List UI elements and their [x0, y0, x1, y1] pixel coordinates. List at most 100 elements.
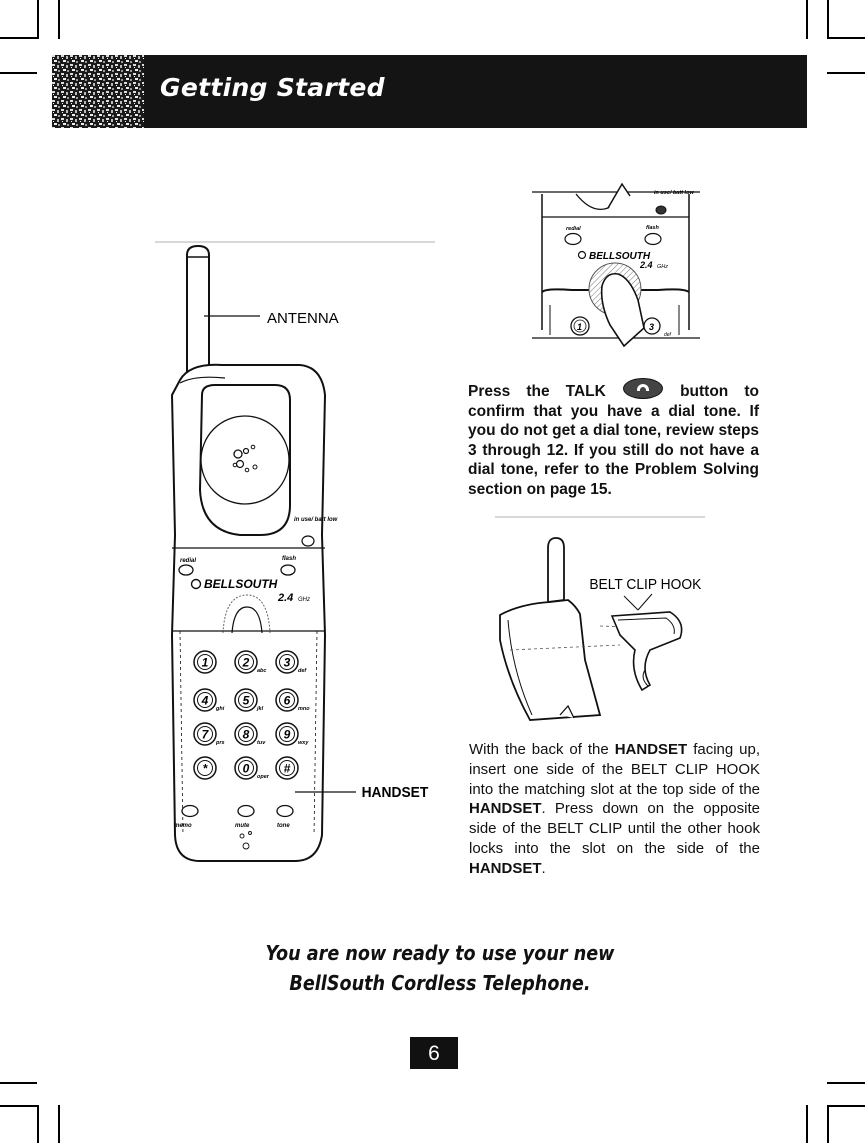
crop-mark [806, 0, 808, 39]
instruction-emphasis: HANDSET [614, 741, 688, 758]
talk-button-diagram: in use/ batt low redial flash BELLSOUTH … [532, 182, 700, 348]
redial-label: redial [566, 226, 581, 232]
key-inner-ring [279, 654, 295, 670]
indicator-light [301, 535, 315, 547]
talk-button-ring [222, 594, 271, 634]
key-digit: 2 [242, 656, 250, 670]
talk-instruction-lead: Press the TALK [468, 383, 606, 400]
key-digit: 3 [284, 656, 291, 670]
band-unit: GHz [657, 264, 668, 270]
memo-button[interactable] [181, 804, 199, 818]
page-title: Getting Started [160, 73, 385, 102]
key-1-digit: 1 [577, 322, 582, 332]
key-8[interactable]: 8 tuv [234, 722, 266, 746]
antenna [186, 244, 210, 376]
crop-mark [58, 0, 60, 39]
closing-line-1: You are now ready to use your new [265, 941, 615, 965]
band-value: 2.4 [639, 260, 653, 270]
key-inner-ring [197, 760, 213, 776]
crop-mark [37, 1105, 39, 1143]
speaker-grille [200, 415, 290, 505]
key-letters: prs [215, 740, 225, 746]
key-4[interactable]: 4 ghi [193, 688, 225, 712]
crop-mark [827, 0, 829, 39]
tone-button[interactable] [276, 804, 294, 818]
key-3[interactable]: 3 def [275, 650, 307, 674]
key-letters: jkl [256, 706, 264, 712]
flash-label: flash [646, 225, 659, 231]
closing-line-2: BellSouth Cordless Telephone. [289, 971, 591, 995]
key-letters: mno [298, 706, 310, 712]
key-digit: * [203, 762, 209, 776]
instruction-emphasis: HANDSET [469, 800, 542, 818]
mute-label: mute [235, 823, 250, 829]
key-digit: 8 [243, 728, 250, 742]
crop-mark [806, 1105, 808, 1143]
flash-button[interactable] [644, 232, 662, 246]
instruction-text: With the back of the [469, 741, 609, 758]
band-unit: GHz [298, 597, 310, 603]
redial-label: redial [180, 558, 196, 564]
key-pound[interactable]: # [275, 756, 299, 780]
key-3-digit: 3 [649, 322, 654, 332]
talk-instruction-body: button to confirm that you have a dial t… [468, 383, 760, 498]
crop-mark [827, 1105, 865, 1107]
decorative-pattern [52, 55, 144, 128]
key-letters: abc [257, 668, 266, 674]
talk-button-icon [622, 378, 663, 399]
key-star[interactable]: * [193, 756, 217, 780]
key-letters: oper [257, 774, 270, 780]
key-0[interactable]: 0 oper [234, 756, 270, 780]
instruction-emphasis: HANDSET [469, 859, 542, 877]
redial-button[interactable] [178, 564, 194, 576]
key-3-letters: def [664, 332, 672, 338]
band-value: 2.4 [277, 592, 293, 604]
key-letters: def [298, 668, 307, 674]
key-3[interactable] [643, 317, 661, 335]
key-digit: # [284, 762, 291, 776]
closing-statement: You are now ready to use your new BellSo… [255, 938, 625, 998]
handset-back [499, 599, 602, 721]
key-digit: 1 [202, 656, 209, 670]
key-digit: 5 [243, 694, 250, 708]
crop-mark [37, 0, 39, 39]
key-inner-ring [238, 692, 254, 708]
key-digit: 0 [243, 762, 250, 776]
key-inner-ring [197, 654, 213, 670]
talk-button[interactable] [231, 606, 263, 634]
bellsouth-logo-icon [577, 250, 587, 260]
key-letters: ghi [215, 706, 225, 712]
section-header: Getting Started [52, 55, 807, 128]
indicator-light [655, 205, 667, 215]
crop-mark [0, 1105, 39, 1107]
crop-mark [0, 37, 37, 39]
crop-mark [58, 1105, 60, 1143]
key-letters: wxy [298, 740, 309, 746]
indicator-label: in use/ batt low [654, 190, 694, 196]
key-letters: tuv [257, 740, 266, 746]
redial-button[interactable] [564, 232, 582, 246]
indicator-label: in use/ batt low [294, 517, 338, 523]
talk-instruction: Press the TALK button to confirm that yo… [468, 378, 759, 500]
crop-mark [827, 72, 865, 74]
key-inner-ring [279, 760, 295, 776]
bellsouth-logo-icon [190, 578, 202, 590]
flash-button[interactable] [280, 564, 296, 576]
key-2[interactable]: 2 abc [234, 650, 266, 674]
key-5[interactable]: 5 jkl [234, 688, 264, 712]
key-inner-ring [197, 692, 213, 708]
key-inner-ring [238, 654, 254, 670]
brand-label: BELLSOUTH [204, 577, 278, 591]
memo-label: memo [174, 823, 192, 829]
key-digit: 7 [202, 728, 210, 742]
mute-button[interactable] [237, 804, 255, 818]
key-digit: 4 [201, 694, 209, 708]
key-inner-ring [238, 726, 254, 742]
key-1[interactable]: 1 [193, 650, 217, 674]
key-7[interactable]: 7 prs [193, 722, 225, 746]
antenna [547, 537, 565, 604]
key-inner-ring [197, 726, 213, 742]
